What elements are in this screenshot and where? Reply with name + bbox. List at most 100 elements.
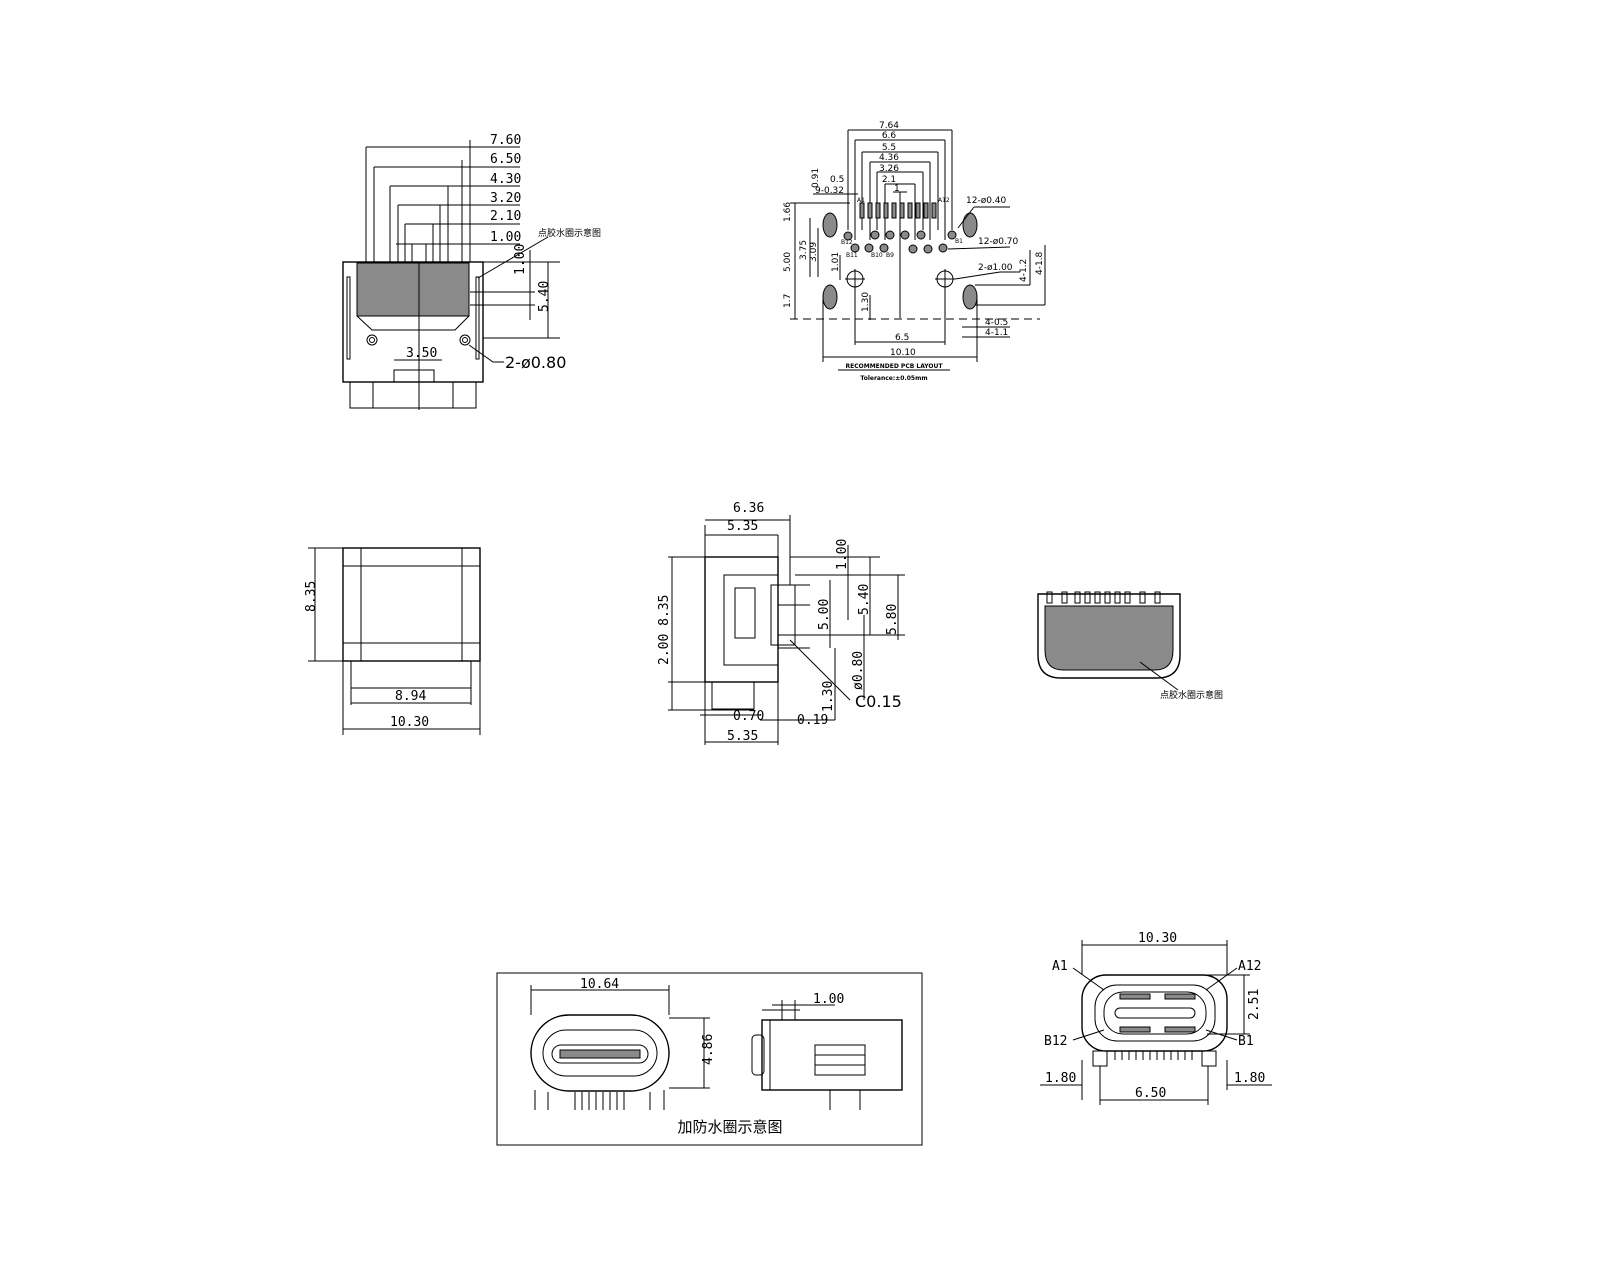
caption: 加防水圈示意图 [677,1118,782,1136]
dim-5-80: 5.80 [885,604,900,635]
holes-label: 2-ø0.80 [505,353,566,372]
slot-bottom-left [822,284,838,310]
dim-height: 8.35 [304,581,319,612]
dim-height-5-40: 5.40 [537,281,552,312]
smd-pads [859,202,937,219]
dim-1-66: 1.66 [783,202,793,222]
dim-3-75: 3.75 [799,240,809,260]
dim-5-35-bottom: 5.35 [727,729,758,744]
slot-top-right [962,212,978,238]
dim-5-00: 5.00 [817,599,832,630]
connector-shell [1037,593,1181,679]
dim-slot-width: 9-0.32 [815,186,844,196]
pin-label: B10 [871,252,883,259]
dim-4-1-2: 4-1.2 [1019,259,1029,282]
slot-bottom-right [962,284,978,310]
dim-height-1-00: 1.00 [513,244,528,275]
dim-width: 10.64 [580,977,619,992]
dim-3-09: 3.09 [809,242,819,262]
dim-1-00: 1.00 [835,539,850,570]
dim-width: 10.30 [1138,931,1177,946]
glue-area [356,262,470,317]
dim-1-30: 1.30 [861,292,871,312]
dim-5-5: 5.5 [882,143,896,153]
through-hole-pads [843,230,957,254]
dim-right: 1.80 [1234,1071,1265,1086]
pin-b12-label: B12 [1044,1034,1067,1049]
slot-top-left [822,212,838,238]
pin-label: B11 [846,252,858,259]
glue-fill [1044,605,1174,671]
dim-1-30: 1.30 [821,681,836,712]
shell-outline [342,547,481,662]
dim-width: 10.30 [390,715,429,730]
dim-pitch: 0.5 [830,175,844,185]
glue-view: 点胶水圈示意图 [1037,591,1223,701]
pin-label: B9 [886,252,894,259]
pin-label: B12 [841,239,853,246]
dim-6-36: 6.36 [733,501,764,516]
pin-label: A1 [857,197,865,204]
dim-10-10: 10.10 [890,348,916,358]
dim-2-10: 2.10 [490,209,521,224]
dim-1-01: 1.01 [831,252,841,272]
front-view: 7.60 6.50 4.30 3.20 2.10 1.00 1.00 5.40 … [342,133,601,410]
tolerance-note: Tolerance:±0.05mm [860,375,927,382]
dim-5-35-top: 5.35 [727,519,758,534]
port-shell [1081,974,1228,1052]
pin-label: B1 [955,238,963,245]
top-view: 8.35 8.94 10.30 [304,547,481,735]
dim-2-1: 2.1 [882,175,896,185]
dim-0-19: 0.19 [797,713,828,728]
dim-1-00: 1.00 [490,230,521,245]
mount-hole-left [366,334,378,346]
frame [496,972,923,1146]
side-body [704,556,779,683]
side-outline [761,1019,903,1091]
pads-large-label: 12-ø0.70 [978,237,1019,247]
pin-a12-label: A12 [1238,959,1261,974]
dim-7-64: 7.64 [879,121,899,131]
dim-inner-width: 8.94 [395,689,426,704]
ring-outline [530,1014,670,1092]
pcb-layout-title: RECOMMENDED PCB LAYOUT [846,363,944,370]
port-view: 10.30 A1 A12 B12 B1 2.51 1.80 6.50 1.80 [1040,931,1272,1105]
dim-ring: 1.00 [813,992,844,1007]
waterproof-ring-view: 10.64 4.86 1.00 加防水圈示意图 [496,972,923,1146]
dim-diameter-0-80: ø0.80 [851,651,866,690]
pads-small-label: 12-ø0.40 [966,196,1007,206]
pin-b1-label: B1 [1238,1034,1254,1049]
mount-hole-right [459,334,471,346]
pin-a1-label: A1 [1052,959,1068,974]
dim-3-26: 3.26 [879,164,899,174]
dim-6-50: 6.50 [490,152,521,167]
dim-5-00: 5.00 [783,252,793,272]
dim-4-1-1: 4-1.1 [985,328,1008,338]
glue-note: 点胶水圈示意图 [1160,689,1223,701]
glue-note: 点胶水圈示意图 [538,227,601,239]
side-view: 6.36 5.35 1.00 5.40 5.80 5.00 2.00 8.35 … [657,501,905,745]
dim-pitch: 6.50 [1135,1086,1166,1101]
dim-5-40: 5.40 [857,584,872,615]
chamfer-label: C0.15 [855,692,902,711]
dim-4-30: 4.30 [490,172,521,187]
dim-3-20: 3.20 [490,191,521,206]
pin-label: A12 [938,197,950,204]
dim-7-60: 7.60 [490,133,521,148]
dim-4-36: 4.36 [879,153,899,163]
dim-height: 2.51 [1247,989,1262,1020]
dim-slot-3-50: 3.50 [406,346,437,361]
dim-0-91: 0.91 [811,168,821,188]
holes-label: 2-ø1.00 [978,263,1013,273]
dim-height: 4.86 [701,1034,716,1065]
pcb-layout: 7.64 6.6 5.5 4.36 3.26 2.1 1 0.5 9-0.32 … [783,121,1046,382]
dim-2-00-8-35: 2.00 8.35 [657,595,672,665]
dim-0-70: 0.70 [733,709,764,724]
dim-6-5: 6.5 [895,333,909,343]
dim-4-0-5: 4-0.5 [985,318,1008,328]
dim-4-1-8: 4-1.8 [1035,251,1045,275]
dim-6-6: 6.6 [882,131,897,141]
dim-1: 1 [894,184,900,194]
dim-left: 1.80 [1045,1071,1076,1086]
